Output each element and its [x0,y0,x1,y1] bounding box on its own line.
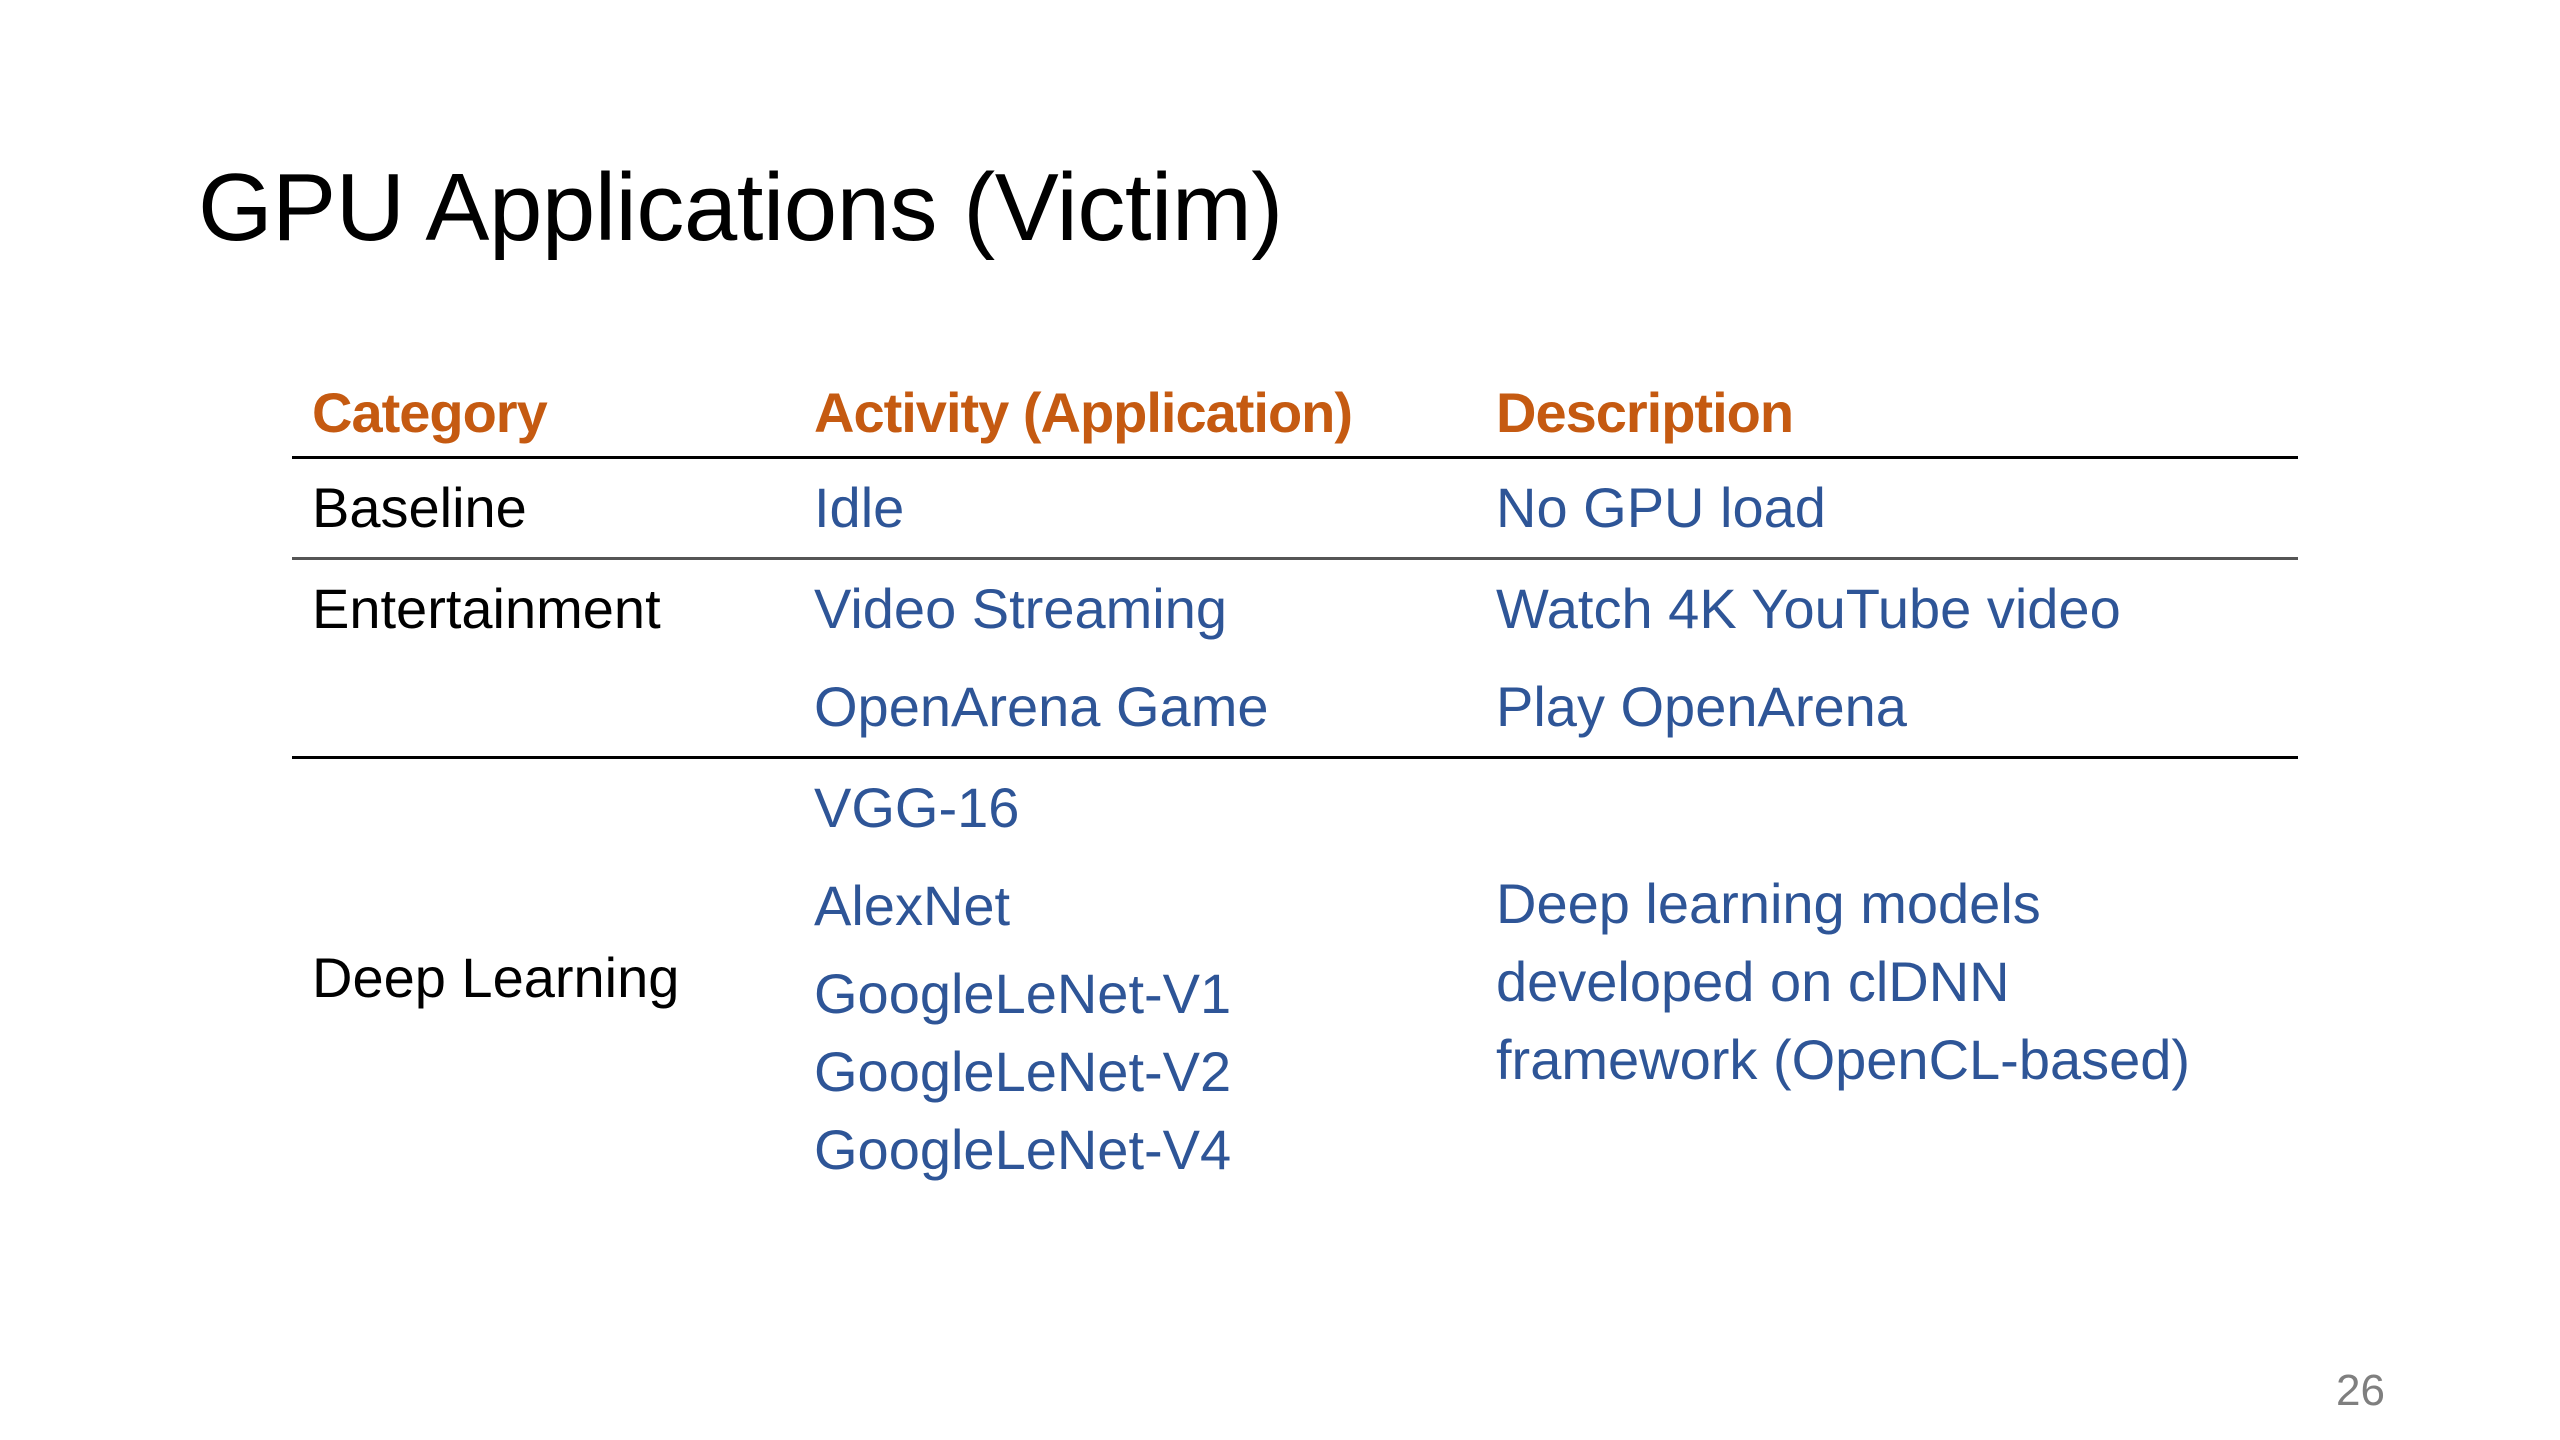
table-row-deep-learning: Deep Learning VGG-16 AlexNet GoogleLeNet… [292,759,2298,1199]
category-baseline: Baseline [312,476,527,539]
header-category: Category [312,381,548,444]
description-line-3: framework (OpenCL-based) [1496,1028,2191,1091]
table-header-row: Category Activity (Application) Descript… [292,370,2298,456]
description-line-1: Deep learning models [1496,872,2041,935]
description-line-2: developed on clDNN [1496,950,2010,1013]
header-divider [292,456,2298,459]
description-no-gpu-load: No GPU load [1496,476,1826,539]
activity-idle: Idle [814,476,905,539]
header-activity: Activity (Application) [814,381,1353,444]
model-googlelenet-v1: GoogleLeNet-V1 [814,962,1232,1025]
description-video-streaming: Watch 4K YouTube video [1496,577,2121,640]
category-entertainment: Entertainment [312,577,661,640]
slide-title: GPU Applications (Victim) [198,154,1283,261]
table-row-baseline: Baseline Idle No GPU load [292,459,2298,557]
category-empty [292,658,812,756]
deep-learning-models: VGG-16 AlexNet GoogleLeNet-V1 GoogleLeNe… [814,759,1231,1189]
model-alexnet: AlexNet [814,874,1011,937]
activity-video-streaming: Video Streaming [814,577,1227,640]
header-description: Description [1496,381,1794,444]
page-number: 26 [2336,1366,2385,1415]
category-deep-learning: Deep Learning [312,946,680,1009]
model-vgg16: VGG-16 [814,776,1020,839]
entertainment-divider [292,756,2298,759]
activity-openarena: OpenArena Game [814,675,1269,738]
model-googlelenet-v4: GoogleLeNet-V4 [814,1118,1232,1181]
description-deep-learning: Deep learning models developed on clDNN … [1496,865,2286,1099]
description-openarena: Play OpenArena [1496,675,1907,738]
baseline-divider [292,557,2298,560]
table-row-openarena: OpenArena Game Play OpenArena [292,658,2298,756]
table-row-video-streaming: Entertainment Video Streaming Watch 4K Y… [292,560,2298,658]
applications-table: Category Activity (Application) Descript… [292,370,2298,1199]
model-googlelenet-v2: GoogleLeNet-V2 [814,1040,1232,1103]
